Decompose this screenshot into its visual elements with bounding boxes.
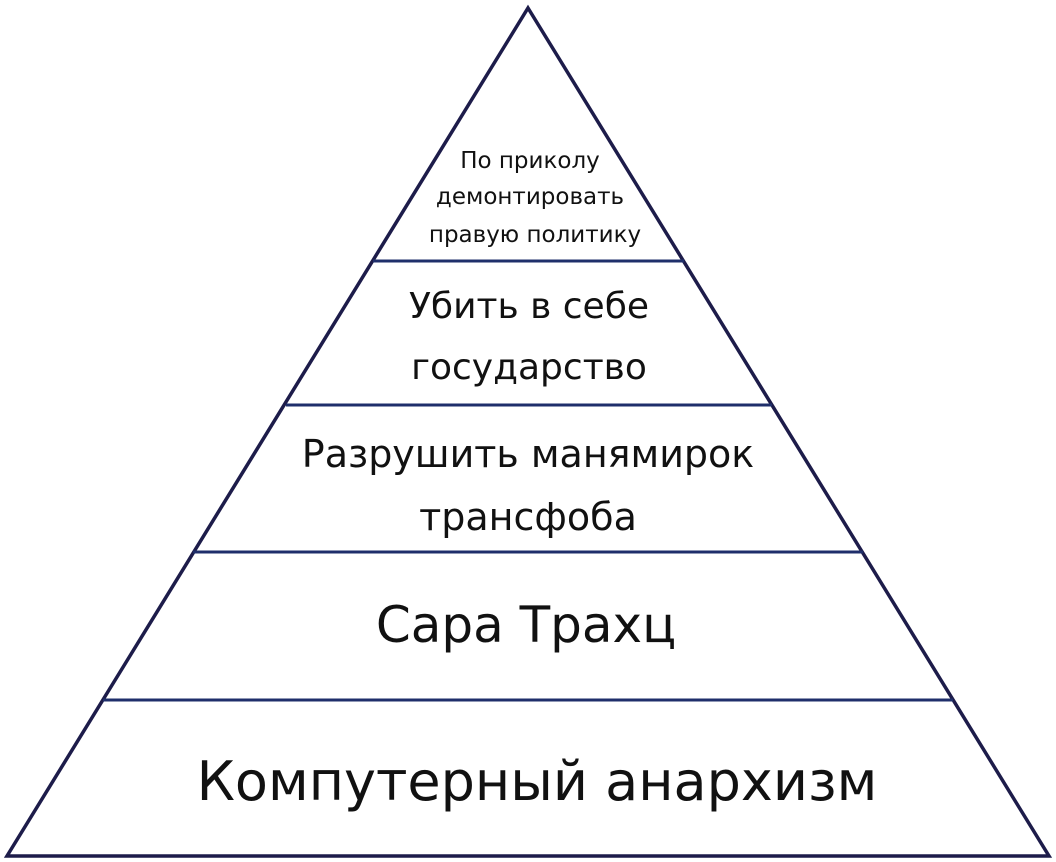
tier-3: Разрушить манямирок трансфоба bbox=[302, 432, 754, 539]
tier-2: Убить в себе государство bbox=[409, 286, 649, 388]
tier-1-line-3: правую политику bbox=[429, 222, 641, 248]
tier-5: Компутерный анархизм bbox=[197, 750, 878, 813]
tier-3-line-2: трансфоба bbox=[419, 495, 637, 539]
tier-5-line-1: Компутерный анархизм bbox=[197, 750, 878, 813]
pyramid-outline bbox=[3, 4, 1053, 858]
tier-4-line-1: Сара Трахц bbox=[376, 596, 676, 654]
tier-1-line-2: демонтировать bbox=[436, 184, 624, 210]
tier-1-line-1: По приколу bbox=[460, 148, 600, 174]
tier-4: Сара Трахц bbox=[376, 596, 676, 654]
tier-1: По приколу демонтировать правую политику bbox=[429, 148, 641, 248]
tier-2-line-1: Убить в себе bbox=[409, 286, 649, 327]
tier-3-line-1: Разрушить манямирок bbox=[302, 432, 754, 476]
tier-2-line-2: государство bbox=[411, 347, 647, 388]
